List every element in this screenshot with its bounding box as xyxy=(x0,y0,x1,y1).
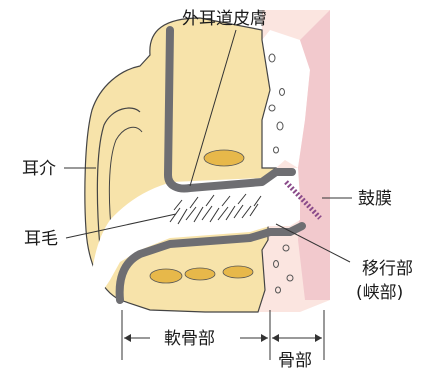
deep-bone-region xyxy=(298,10,330,300)
label-ear-canal-skin: 外耳道皮膚 xyxy=(182,9,267,29)
label-bone-part: 骨部 xyxy=(278,351,312,371)
label-ear-hair: 耳毛 xyxy=(24,229,58,249)
label-transition: 移行部 xyxy=(362,259,413,279)
label-isthmus: (峡部) xyxy=(356,283,403,303)
label-eardrum: 鼓膜 xyxy=(358,189,392,209)
label-cartilage-part: 軟骨部 xyxy=(164,329,215,349)
label-auricle: 耳介 xyxy=(22,159,56,179)
